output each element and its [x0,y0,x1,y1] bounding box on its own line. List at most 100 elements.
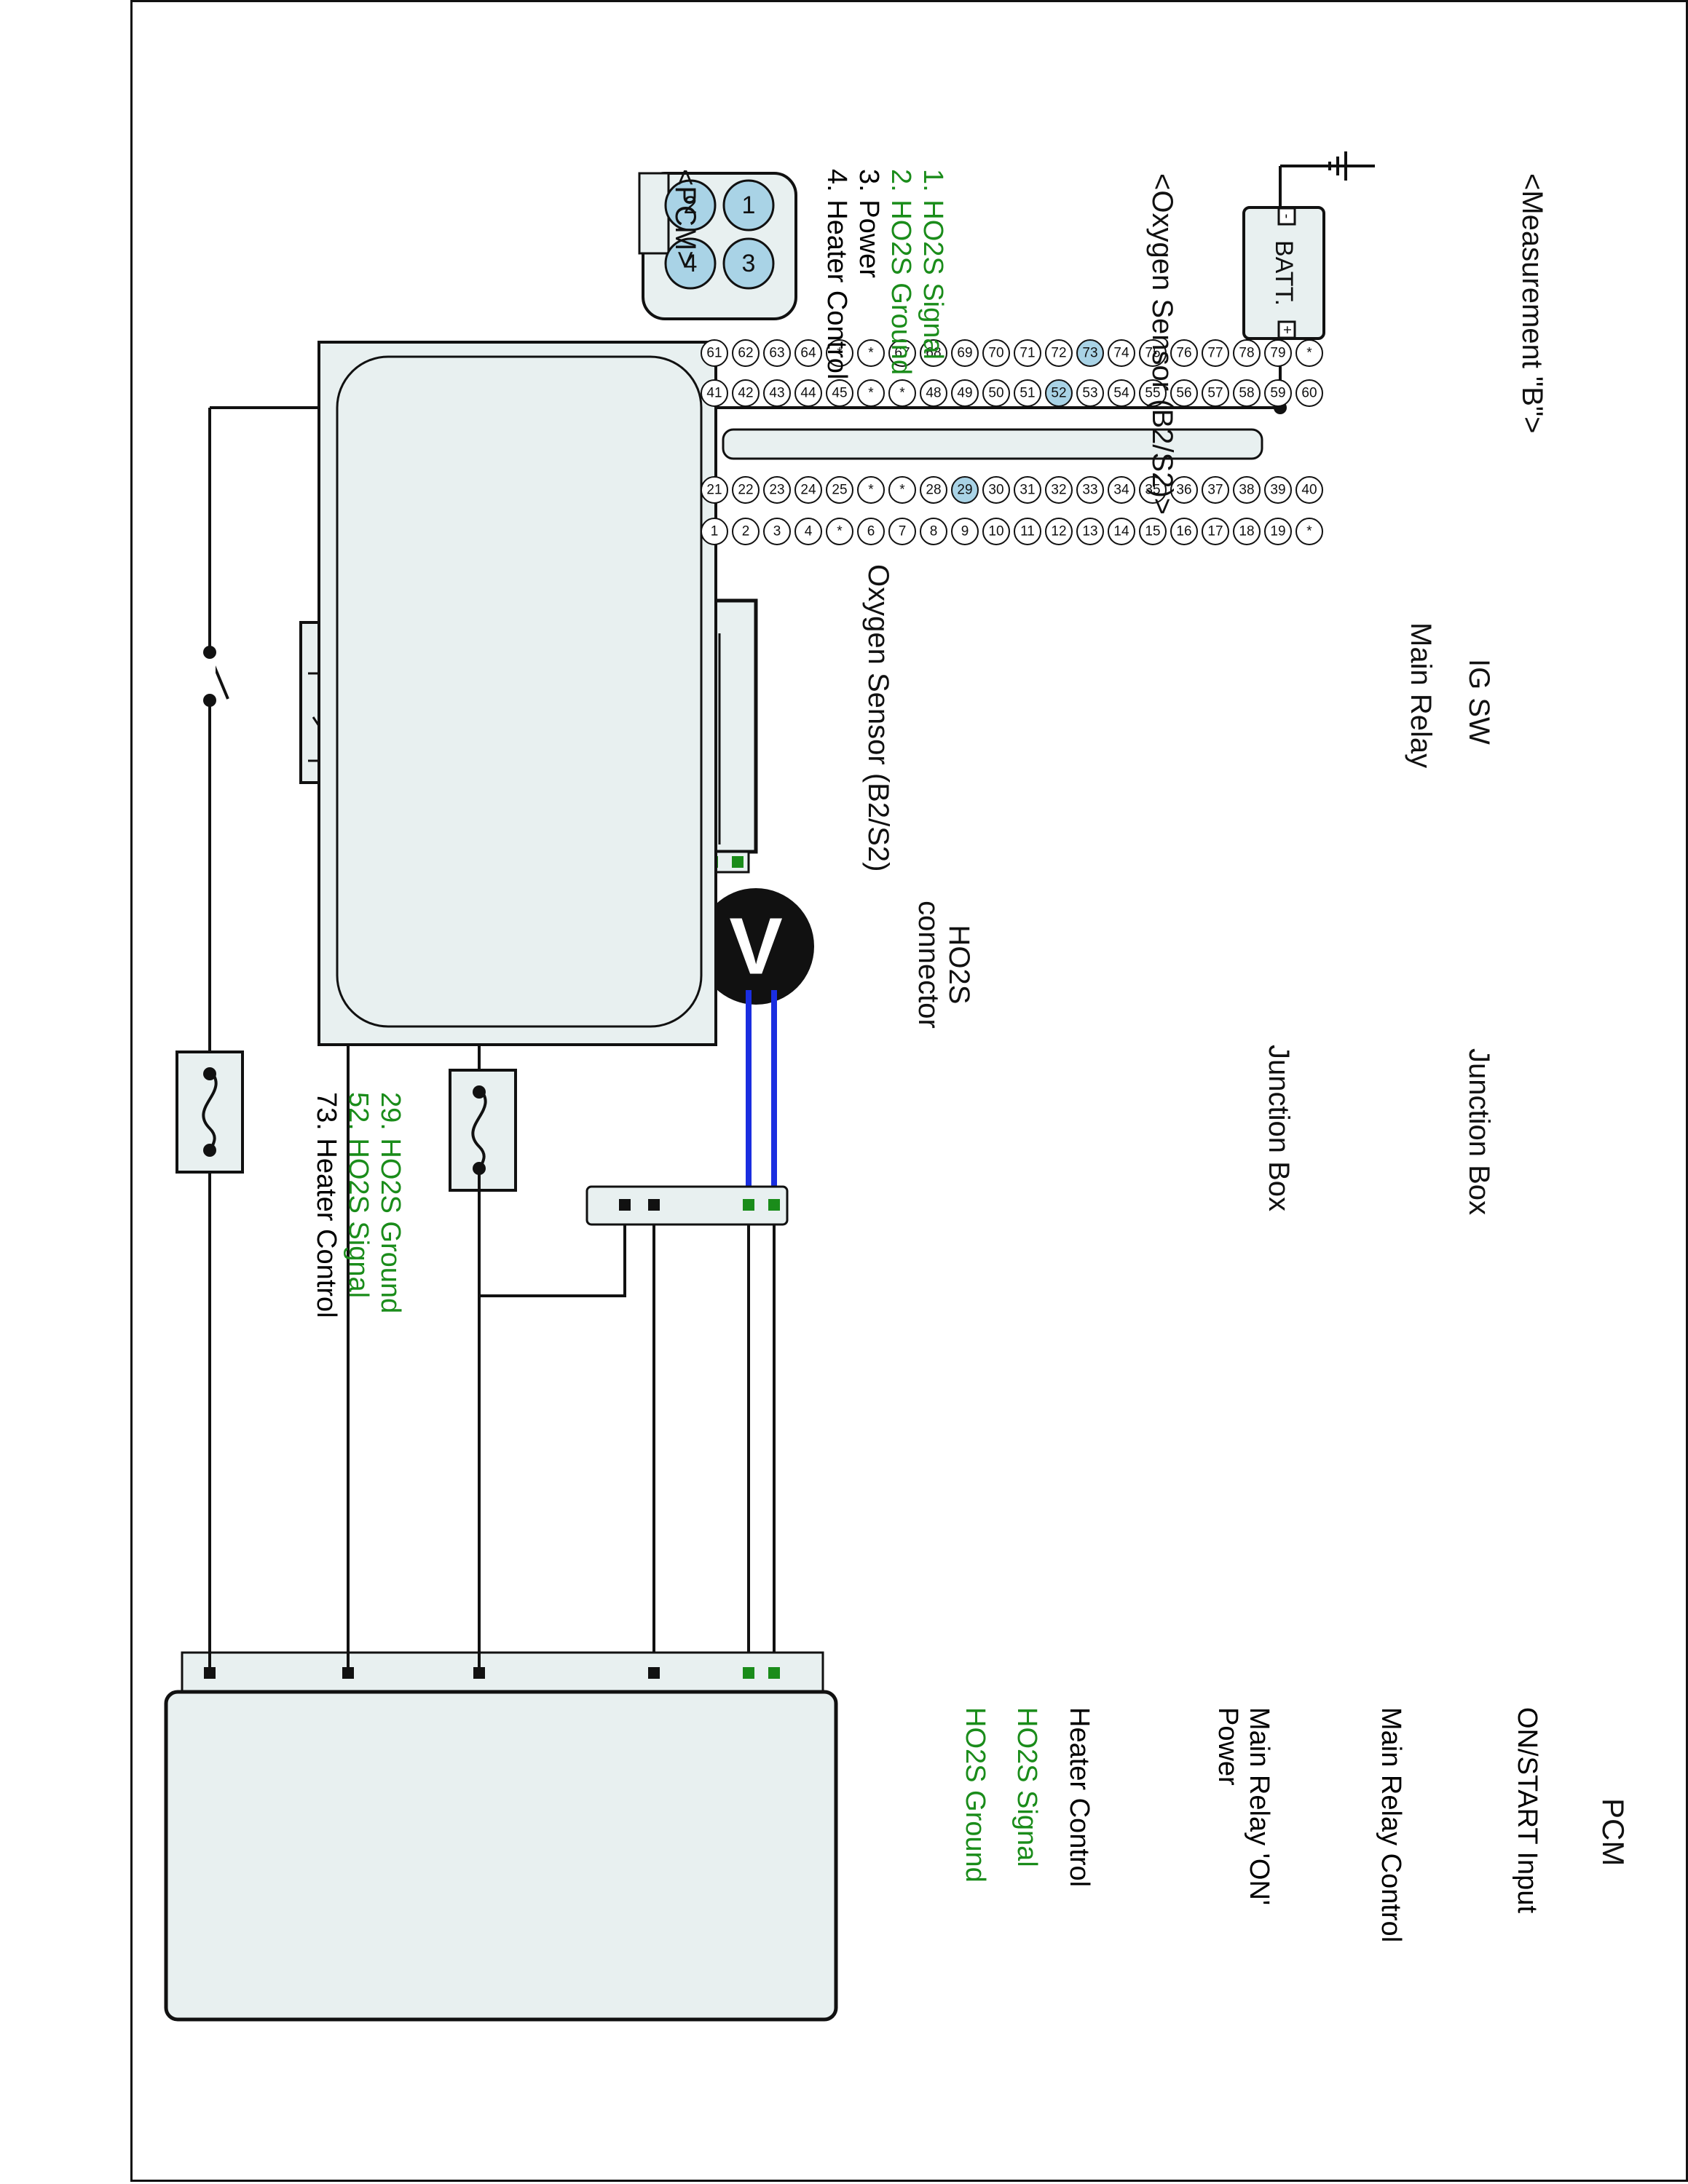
harness-pin [743,1199,754,1211]
pcm-pin-14 [1108,518,1135,545]
pcm-pin-77 [1202,339,1229,367]
fuse-2-pin [473,1162,486,1175]
pcm-pin-45 [826,379,853,407]
pcm-pin-61 [701,339,728,367]
pcm-pin-label: 13 [1082,524,1097,539]
pcm-box [164,1690,838,2022]
pcm-pin-label: 22 [738,483,753,498]
connector-pin-2 [664,179,717,232]
pcm-pin-36 [1170,476,1198,504]
pcm-pin-label: 1 [711,524,719,539]
pcm-pin-7 [888,518,916,545]
pcm-pin-list: 29. HO2S Ground 52. HO2S Signal 73. Heat… [310,1092,406,1318]
pcm-pin-56 [1170,379,1198,407]
connector-pin-label-1: 1 [742,191,756,219]
o2-sensor-component-label: Oxygen Sensor (B2/S2) [862,564,894,872]
pcm-pin-label: 19 [1270,524,1285,539]
pcm-pin-58 [1233,379,1261,407]
fuse-1-pin [203,1067,216,1080]
pcm-pin-50 [982,379,1010,407]
pcm-pin-74 [1108,339,1135,367]
pcm-pin-label: 30 [988,483,1003,498]
power-to-connector-wire [478,1172,626,1297]
pcm-pin-75 [1139,339,1167,367]
sensor-pin-1: 1. HO2S Signal [918,169,948,360]
pcm-pin-label: 17 [1207,524,1223,539]
sensor-pin-list: 1. HO2S Signal 2. HO2S Ground 3. Power 4… [821,169,949,379]
pcm-pin-59 [1264,379,1292,407]
sensor-pin-4: 4. Heater Control [821,169,852,380]
pcm-pin-13 [1076,518,1104,545]
pcm-pin-* [826,339,853,367]
ig-switch-contact [203,646,216,659]
pcm-pin-label: 52 [1051,386,1066,401]
pcm-pin-label: 35 [1145,483,1160,498]
pcm-pin-label: 8 [930,524,938,539]
pcm-pin-62 [732,339,760,367]
pcm-pin-* [1295,518,1323,545]
pcm-pin-70 [982,339,1010,367]
pcm-pin-68 [920,339,947,367]
pcm-pin-8 [920,518,947,545]
pcm-pin-38 [1233,476,1261,504]
junction-box-label-1: Junction Box [1463,1048,1495,1216]
pcm-title: PCM [1596,1798,1630,1867]
pcm-pin-label: 50 [988,386,1003,401]
pcm-pin-label: 14 [1113,524,1129,539]
pcm-pin-9 [951,518,979,545]
pcm-pin-label: 28 [926,483,941,498]
pcm-pin-label: 72 [1051,346,1066,361]
pcm-pin-53 [1076,379,1104,407]
pcm-pin-label: 68 [926,346,941,361]
ig-switch-label: IG SW [1463,659,1495,745]
pcm-pin-43 [763,379,791,407]
pcm-pin-73: 73. Heater Control [310,1092,342,1318]
main-relay-label: Main Relay [1405,622,1437,769]
pcm-pin-label: 48 [926,386,941,401]
pcm-pin-label: 23 [769,483,784,498]
pcm-pin-label: 25 [832,483,847,498]
pcm-pin-label: 56 [1176,386,1191,401]
pcm-pin-label: 77 [1207,346,1223,361]
pcm-pin-40 [1295,476,1323,504]
pcm-pin-72 [1045,339,1073,367]
voltmeter-symbol: V [729,902,782,992]
pcm-pin-76 [1170,339,1198,367]
pcm-pin-51 [1014,379,1041,407]
pcm-pin [342,1667,354,1679]
pcm-connector-strip [181,1651,824,1693]
junction-box-1 [175,1051,244,1174]
pcm-input-ho2s-ground: HO2S Ground [960,1707,990,1883]
pcm-pin-* [857,476,885,504]
battery-neg-sign: - [1279,214,1295,219]
pcm-pin-label: 42 [738,386,753,401]
sensor-pin-3: 3. Power [853,169,884,278]
o2-connector-face [638,172,797,320]
pcm-pin-label: 51 [1019,386,1035,401]
pcm-pin-label: 36 [1176,483,1191,498]
pcm-pin-* [857,379,885,407]
pcm-pin-* [857,339,885,367]
harness-pin [648,1199,660,1211]
pcm-pin-6 [857,518,885,545]
pcm-pin-label: 16 [1176,524,1191,539]
connector-pin-label-2: 2 [684,191,698,219]
pcm-pin-label: 67 [894,346,910,361]
pcm-pin-label: 79 [1270,346,1285,361]
pcm-pin-label: 29 [957,483,972,498]
pcm-pin-* [826,518,853,545]
pcm-pin-label: 45 [832,386,847,401]
pcm-pin-48 [920,379,947,407]
pcm-pin-19 [1264,518,1292,545]
pcm-pin-35 [1139,476,1167,504]
pcm-pin-label: 76 [1176,346,1191,361]
pcm-pin-52: 52. HO2S Signal [342,1092,374,1299]
pcm-pin-52 [1045,379,1073,407]
pcm-pin-label: 9 [961,524,969,539]
ho2s-connector-text: HO2S connector [912,901,975,1029]
pcm-pin [204,1667,216,1679]
pcm-pin-label: 4 [805,524,813,539]
pcm-pin-label: 41 [706,386,722,401]
